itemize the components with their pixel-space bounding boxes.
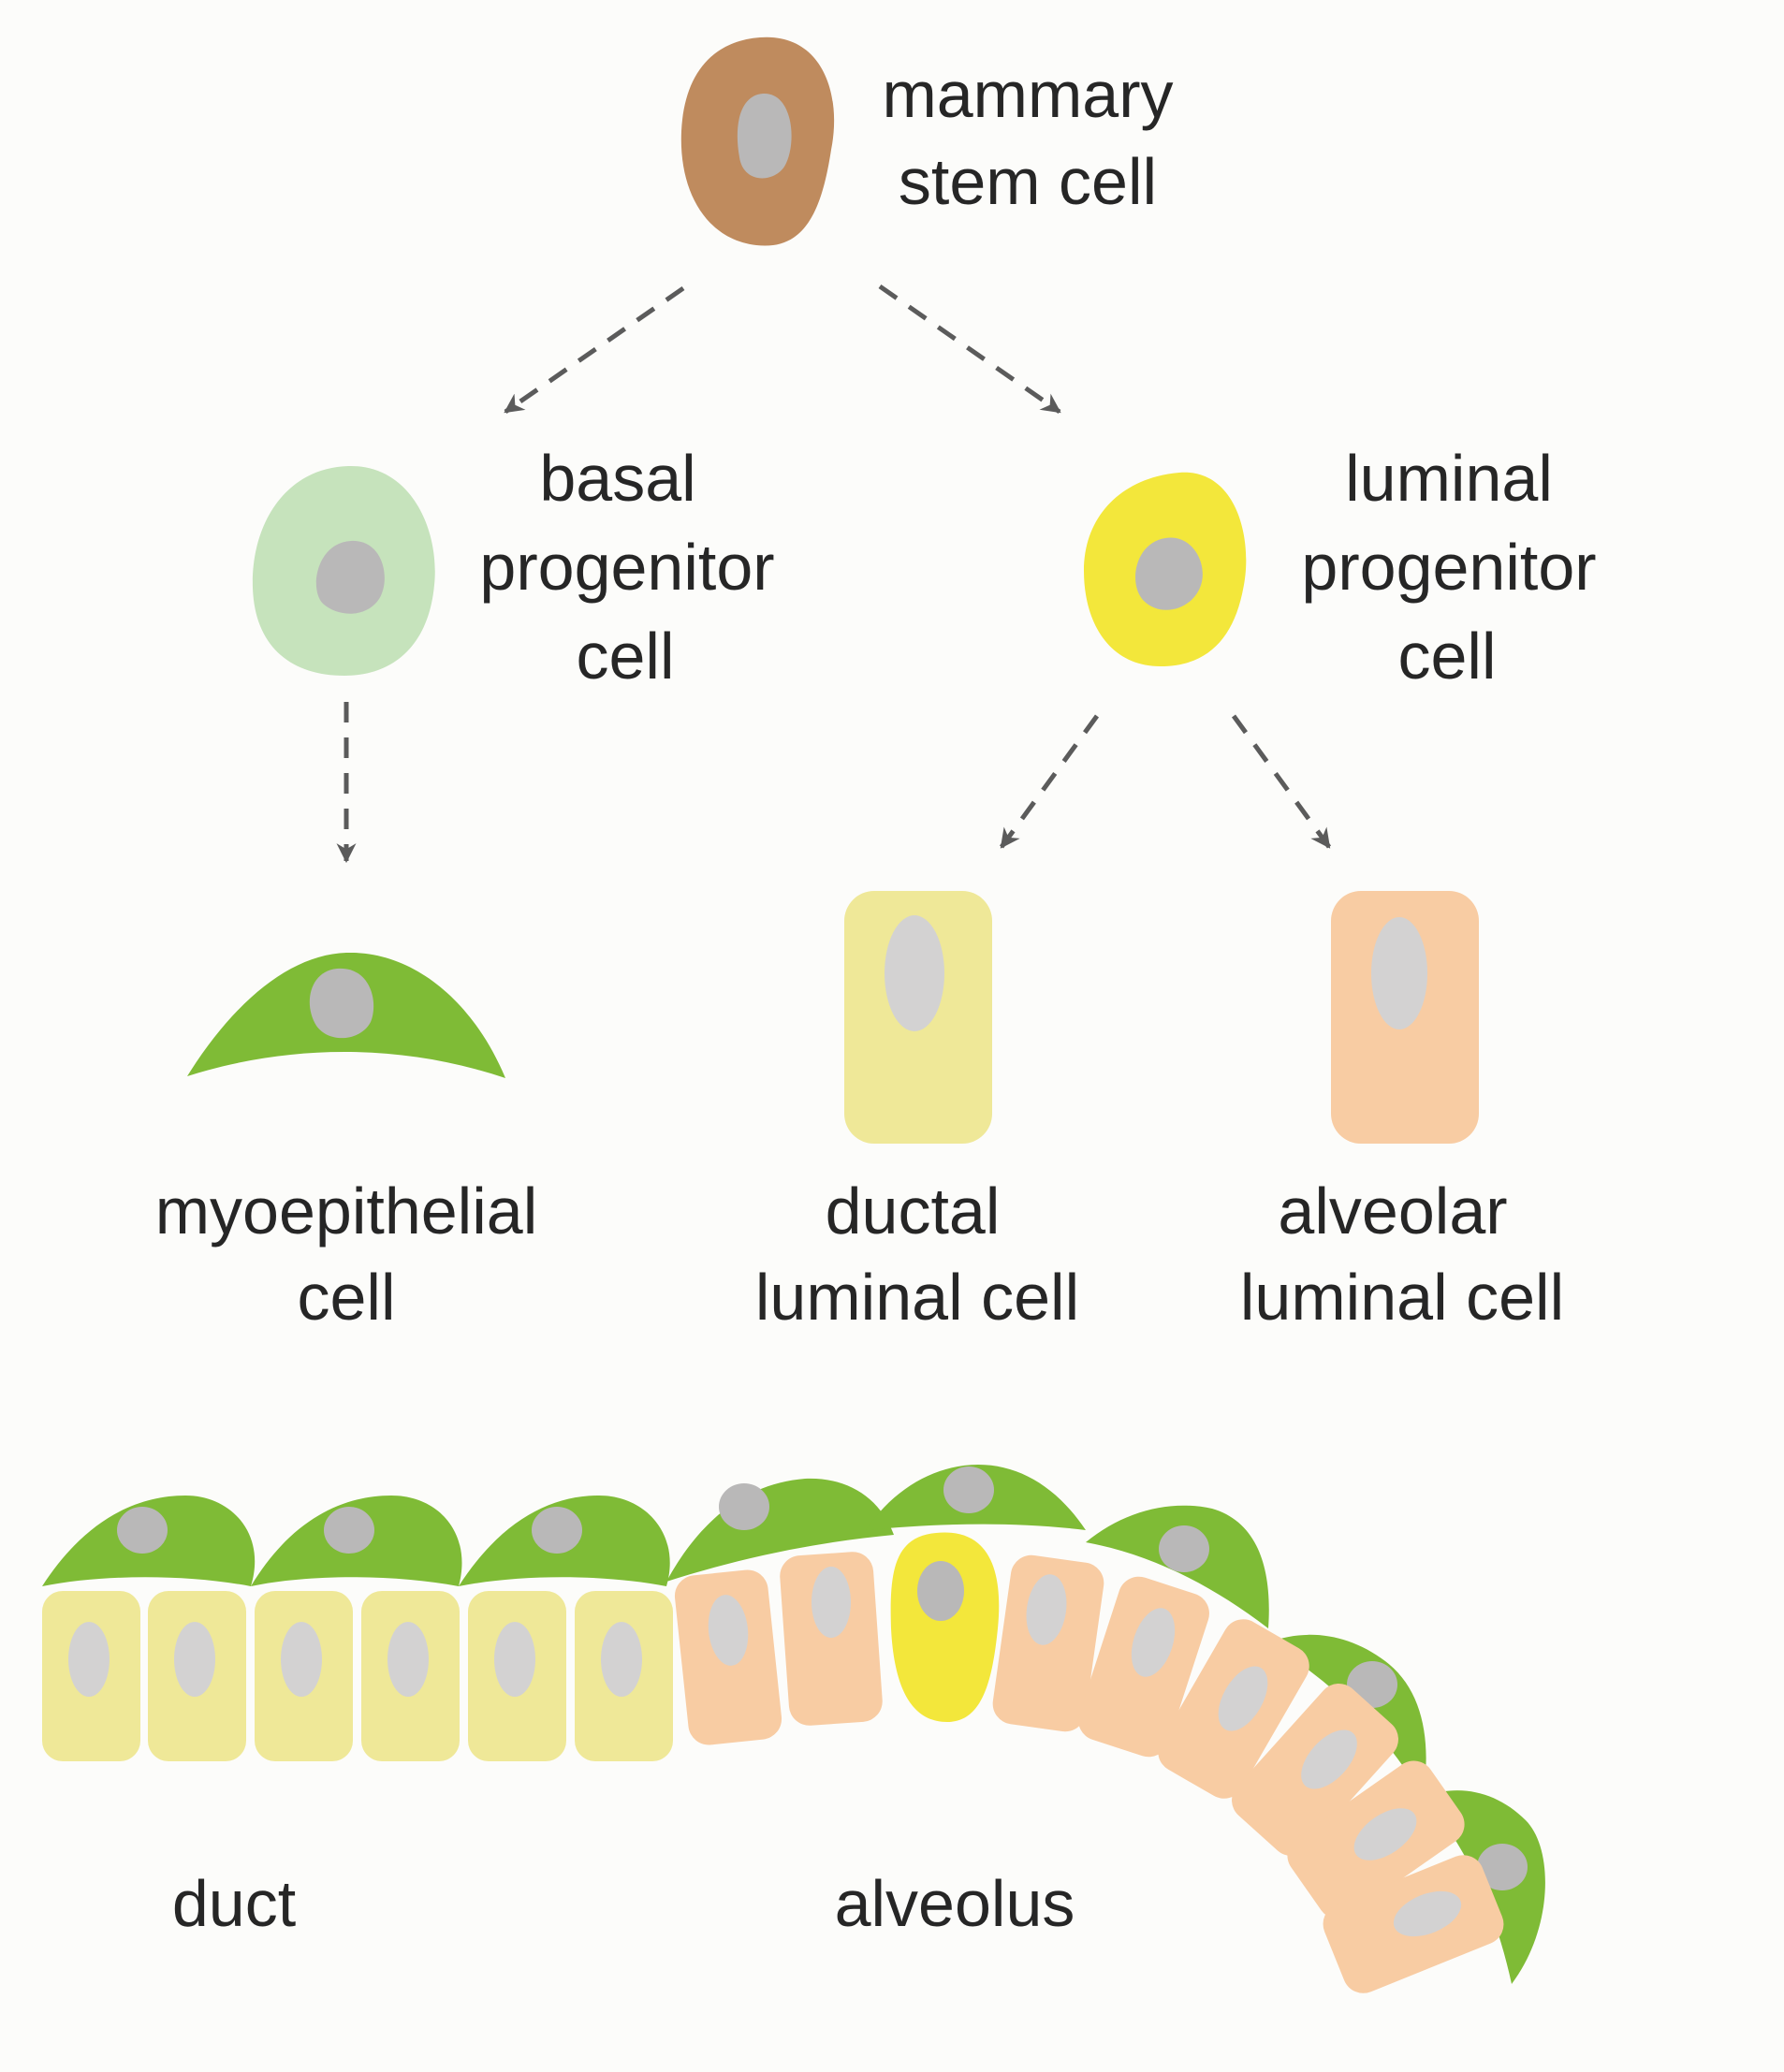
- alveolar-label-line2: luminal cell: [1240, 1261, 1564, 1334]
- arrow-luminal-to-ductal: [999, 714, 1100, 849]
- luminal-label-line1: luminal: [1345, 442, 1553, 515]
- myoepithelial-label-line2: cell: [297, 1261, 395, 1334]
- alveolus-luminal-progenitor-cell: [890, 1532, 1000, 1722]
- alveolus-tissue: [666, 1465, 1545, 1993]
- alveolus-label: alveolus: [835, 1867, 1075, 1940]
- basal-progenitor-cell-icon: [252, 465, 435, 676]
- alveolus-luminal-cell: [780, 1552, 883, 1726]
- ductal-label-line2: luminal cell: [755, 1261, 1079, 1334]
- myoepithelial-cell-icon: [187, 952, 505, 1078]
- alveolar-luminal-cell-icon: [1331, 891, 1479, 1144]
- arrow-stem-to-basal: [504, 285, 685, 415]
- myoepithelial-label-line1: myoepithelial: [155, 1175, 538, 1248]
- luminal-progenitor-cell-icon: [1084, 472, 1247, 666]
- luminal-label-line3: cell: [1397, 620, 1496, 693]
- mammary-stem-cell-icon: [680, 36, 835, 246]
- duct-tissue: [42, 1496, 673, 1761]
- basal-label-line2: progenitor: [479, 531, 774, 604]
- stem-cell-label-line2: stem cell: [899, 145, 1157, 218]
- alveolar-label-line1: alveolar: [1278, 1175, 1507, 1248]
- duct-label: duct: [172, 1867, 296, 1940]
- stem-cell-label-line1: mammary: [882, 58, 1173, 131]
- luminal-label-line2: progenitor: [1301, 531, 1596, 604]
- arrow-stem-to-luminal: [878, 284, 1061, 415]
- arrow-luminal-to-alveolar: [1231, 714, 1332, 849]
- alveolus-myoepithelial-cell: [666, 1478, 894, 1582]
- basal-label-line1: basal: [539, 442, 695, 515]
- ductal-luminal-cell-icon: [844, 891, 992, 1144]
- ductal-label-line1: ductal: [826, 1175, 1001, 1248]
- basal-label-line3: cell: [576, 620, 674, 693]
